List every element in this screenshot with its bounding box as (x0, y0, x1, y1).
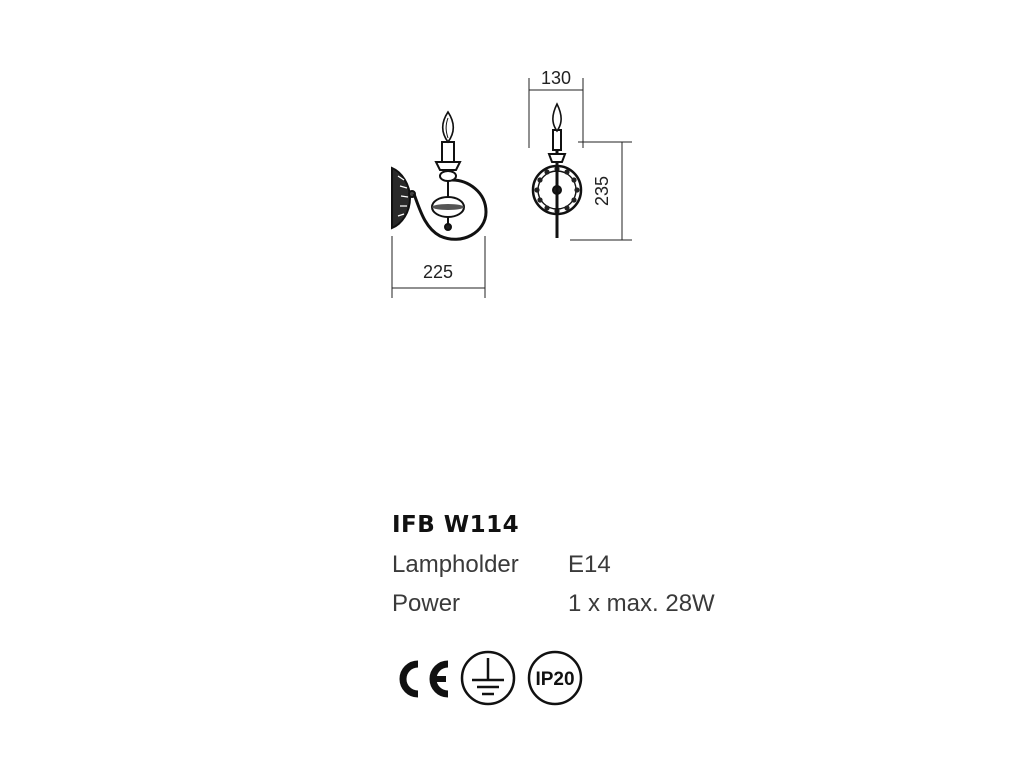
protective-earth-icon (460, 650, 516, 706)
side-view-drawing (391, 110, 488, 241)
spec-label: Lampholder (392, 551, 519, 578)
dimension-width-side: 225 (423, 262, 453, 282)
product-code: IFB W114 (392, 512, 520, 538)
certification-badges: IP20 (390, 648, 600, 708)
spec-value: 1 x max. 28W (568, 590, 715, 617)
product-spec-block: IFB W114 Lampholder E14 Power 1 x max. 2… (392, 505, 852, 623)
dimension-height: 235 (592, 176, 612, 206)
ip-rating-text: IP20 (535, 669, 574, 690)
ce-mark-icon (399, 660, 449, 698)
dimension-lines (391, 78, 632, 298)
spec-label: Power (392, 590, 461, 617)
spec-row-power: Power 1 x max. 28W (392, 584, 852, 623)
ip-rating-badge: IP20 (527, 650, 583, 706)
spec-value: E14 (568, 551, 611, 578)
dimension-width-front: 130 (541, 68, 571, 88)
spec-row-lampholder: Lampholder E14 (392, 545, 852, 584)
front-view-drawing (531, 102, 583, 238)
